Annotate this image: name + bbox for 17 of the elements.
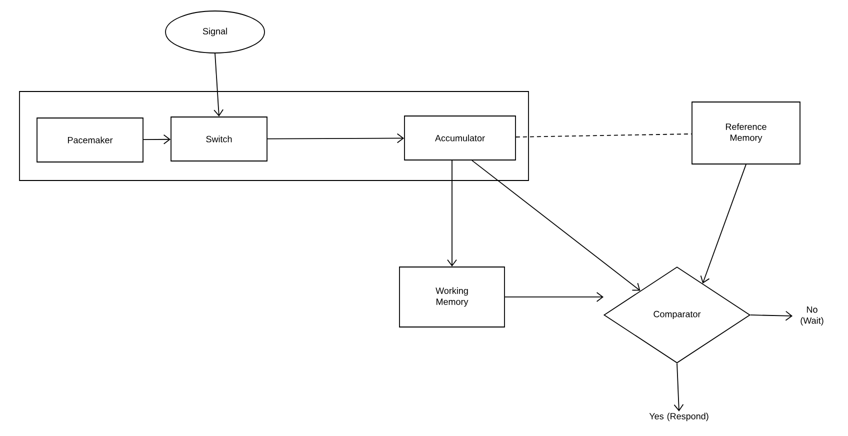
arrow <box>267 133 404 144</box>
process-box: Reference Memory <box>692 102 800 164</box>
arrow <box>214 53 224 117</box>
arrow <box>472 160 640 291</box>
process-box: Working Memory <box>399 266 505 328</box>
arrow <box>504 292 604 302</box>
group-frame <box>19 91 529 181</box>
outcome-label: Yes (Respond) <box>649 412 708 422</box>
arrow <box>143 134 171 144</box>
process-box: Switch <box>170 116 268 162</box>
arrow <box>674 362 684 412</box>
arrow <box>750 310 793 321</box>
arrow <box>700 164 746 284</box>
process-box: Accumulator <box>404 116 516 160</box>
process-box: Pacemaker <box>36 118 144 162</box>
arrow <box>447 160 457 267</box>
outcome-label: No (Wait) <box>800 306 824 326</box>
